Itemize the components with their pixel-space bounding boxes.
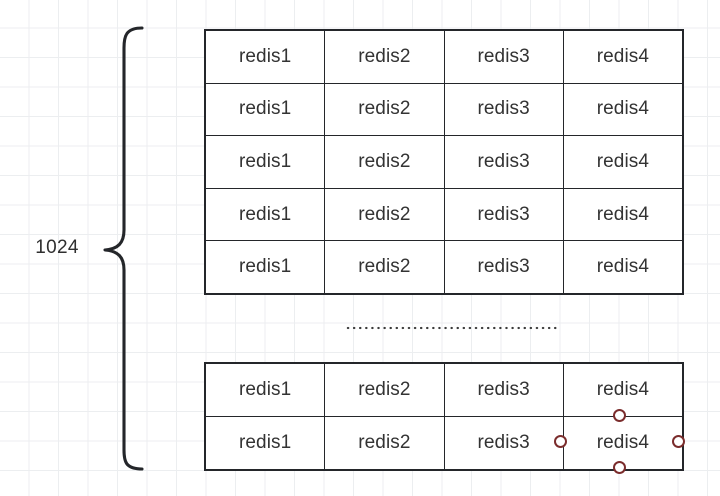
cell-redis2[interactable]: redis2 xyxy=(324,187,445,242)
table-row[interactable]: redis1 redis2 redis3 redis4 xyxy=(204,82,684,137)
cell-redis2[interactable]: redis2 xyxy=(324,82,445,137)
cell-redis4[interactable]: redis4 xyxy=(562,82,684,137)
cell-redis4[interactable]: redis4 xyxy=(562,30,684,84)
cell-redis3[interactable]: redis3 xyxy=(443,135,564,189)
cell-redis3[interactable]: redis3 xyxy=(443,82,564,137)
cell-redis4[interactable]: redis4 xyxy=(562,187,684,242)
cell-redis1[interactable]: redis1 xyxy=(204,416,326,470)
redis-table-top[interactable]: redis1 redis2 redis3 redis4 redis1 redis… xyxy=(204,29,684,295)
cell-redis3[interactable]: redis3 xyxy=(443,187,564,242)
resize-handle-right[interactable] xyxy=(671,434,685,448)
cell-redis1[interactable]: redis1 xyxy=(204,363,326,417)
cell-redis1[interactable]: redis1 xyxy=(204,30,326,84)
cell-redis4[interactable]: redis4 xyxy=(562,240,684,294)
redis-table-bottom[interactable]: redis1 redis2 redis3 redis4 redis1 redis… xyxy=(204,362,684,471)
cell-redis1[interactable]: redis1 xyxy=(204,135,326,189)
brace-count-label: 1024 xyxy=(35,237,79,258)
cell-redis3[interactable]: redis3 xyxy=(443,30,564,84)
cell-redis3[interactable]: redis3 xyxy=(443,416,564,470)
cell-redis1[interactable]: redis1 xyxy=(204,82,326,137)
cell-redis2[interactable]: redis2 xyxy=(324,30,445,84)
resize-handle-bottom[interactable] xyxy=(612,460,626,474)
table-row[interactable]: redis1 redis2 redis3 redis4 xyxy=(204,240,684,294)
cell-redis2[interactable]: redis2 xyxy=(324,135,445,189)
resize-handle-left[interactable] xyxy=(553,434,567,448)
table-row[interactable]: redis1 redis2 redis3 redis4 xyxy=(204,187,684,242)
ellipsis-separator xyxy=(345,326,559,330)
cell-redis4[interactable]: redis4 xyxy=(562,363,684,417)
table-row[interactable]: redis1 redis2 redis3 redis4 xyxy=(204,30,684,84)
cell-redis2[interactable]: redis2 xyxy=(324,363,445,417)
resize-handle-top[interactable] xyxy=(612,408,626,422)
cell-redis3[interactable]: redis3 xyxy=(443,363,564,417)
cell-redis2[interactable]: redis2 xyxy=(324,240,445,294)
cell-redis4[interactable]: redis4 xyxy=(562,135,684,189)
table-row[interactable]: redis1 redis2 redis3 redis4 xyxy=(204,135,684,189)
table-row[interactable]: redis1 redis2 redis3 redis4 xyxy=(204,363,684,417)
cell-redis2[interactable]: redis2 xyxy=(324,416,445,470)
table-row[interactable]: redis1 redis2 redis3 redis4 xyxy=(204,416,684,470)
curly-brace-icon xyxy=(103,26,144,471)
cell-redis1[interactable]: redis1 xyxy=(204,187,326,242)
cell-redis1[interactable]: redis1 xyxy=(204,240,326,294)
cell-redis3[interactable]: redis3 xyxy=(443,240,564,294)
